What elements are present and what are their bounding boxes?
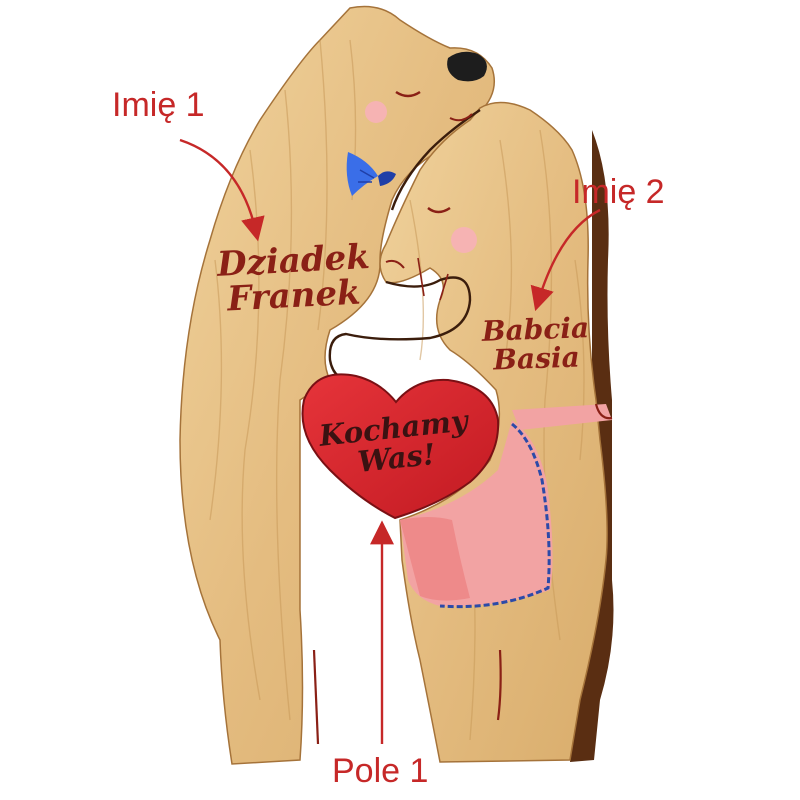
arrow-name2 [530,208,601,312]
grandpa-face [365,51,487,123]
engraved-name1: Dziadek Franek [216,237,371,320]
engraved-name2: Babcia Basia [465,311,607,376]
bow-tie [346,152,396,196]
wood-grain [209,39,585,741]
wood-edge-shadow [570,130,614,762]
arrow-name1 [179,138,265,242]
callout-label-name1: Imię 1 [112,86,205,124]
callout-arrows [179,138,601,744]
grandma-face [385,206,477,301]
engraved-name1-line2: Franek [226,272,362,320]
puzzle-seams [328,109,481,384]
callout-label-name2: Imię 2 [572,173,665,211]
paw-lines [312,403,613,745]
heart-piece [301,373,500,520]
apron [400,404,612,609]
callout-label-field1: Pole 1 [332,752,429,790]
